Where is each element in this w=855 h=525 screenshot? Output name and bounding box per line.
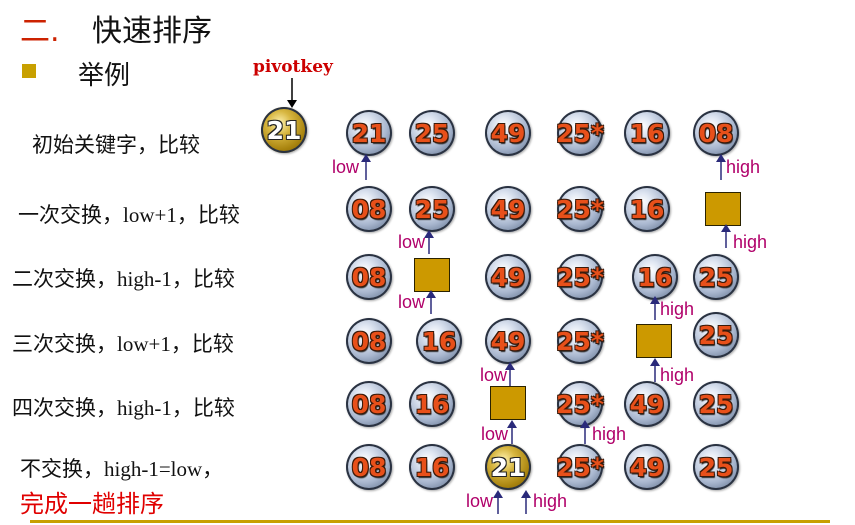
low-pointer-r4: low — [481, 424, 509, 444]
cell-r0-c2: 49 — [485, 110, 531, 156]
cell-r5-c5: 25 — [693, 444, 739, 490]
cell-r1-c4: 16 — [624, 186, 670, 232]
pivot-arrow-icon — [287, 78, 297, 108]
low-pointer-r1: low — [398, 232, 426, 252]
cell-r0-c0: 21 — [346, 110, 392, 156]
low-arrow-icon — [493, 490, 503, 514]
high-arrow-icon — [721, 224, 731, 248]
empty-slot-r1-c5 — [705, 192, 741, 226]
row-label-initial: 初始关键字，比较 — [32, 133, 200, 157]
cell-r2-c5: 25 — [693, 254, 739, 300]
cell-r4-c4: 49 — [624, 381, 670, 427]
cell-r3-c0: 08 — [346, 318, 392, 364]
row-label-swap2: 二次交换，high-1，比较 — [12, 267, 235, 291]
row-label-swap4: 四次交换，high-1，比较 — [12, 396, 235, 420]
low-arrow-icon — [424, 230, 434, 254]
cell-r5-c3: 25* — [556, 444, 604, 490]
cell-r4-c3: 25* — [556, 381, 604, 427]
cell-r3-c3: 25* — [556, 318, 604, 364]
row-label-swap3: 三次交换，low+1，比较 — [12, 332, 234, 356]
cell-r1-c1: 25 — [409, 186, 455, 232]
pivot-label: pivotkey — [253, 57, 333, 77]
row-label-swap1: 一次交换，low+1，比较 — [18, 203, 240, 227]
low-pointer-r3: low — [480, 365, 508, 385]
low-pointer-r2: low — [398, 292, 426, 312]
high-pointer-r2: high — [660, 299, 695, 319]
high-arrow-icon — [521, 490, 531, 514]
cell-r5-c4: 49 — [624, 444, 670, 490]
high-arrow-icon — [716, 154, 726, 180]
cell-r5-c0: 08 — [346, 444, 392, 490]
empty-slot-r4-c2 — [490, 386, 526, 420]
cell-r4-c5: 25 — [693, 381, 739, 427]
cell-r4-c0: 08 — [346, 381, 392, 427]
high-arrow-icon — [650, 358, 660, 382]
empty-slot-r3-c4 — [636, 324, 672, 358]
cell-r5-c1: 16 — [409, 444, 455, 490]
cell-r2-c2: 49 — [485, 254, 531, 300]
cell-r1-c0: 08 — [346, 186, 392, 232]
high-pointer-r3: high — [660, 365, 695, 385]
low-arrow-icon — [361, 154, 371, 180]
cell-r3-c5: 25 — [693, 312, 739, 358]
cell-r2-c0: 08 — [346, 254, 392, 300]
cell-r0-c5: 08 — [693, 110, 739, 156]
cell-r3-c1: 16 — [416, 318, 462, 364]
high-arrow-icon — [650, 296, 660, 320]
low-arrow-icon — [505, 362, 515, 386]
empty-slot-r2-c1 — [414, 258, 450, 292]
subtitle: 举例 — [78, 61, 131, 91]
cell-r0-c3: 25* — [556, 110, 604, 156]
row-label-noswap: 不交换，high-1=low， — [20, 457, 224, 481]
bullet-square-icon — [22, 64, 36, 78]
cell-r1-c3: 25* — [556, 186, 604, 232]
cell-r2-c3: 25* — [556, 254, 604, 300]
cell-r1-c2: 49 — [485, 186, 531, 232]
cell-r2-c4: 16 — [632, 254, 678, 300]
finish-label: 完成一趟排序 — [20, 490, 164, 518]
bottom-divider — [30, 520, 830, 523]
page-title: 快速排序 — [92, 14, 212, 49]
cell-r4-c1: 16 — [409, 381, 455, 427]
cell-r3-c2: 49 — [485, 318, 531, 364]
high-pointer-r0: high — [726, 157, 761, 177]
pivot-ball: 21 — [261, 107, 307, 153]
section-number: 二. — [20, 14, 60, 49]
cell-r5-c2-pivot: 21 — [485, 444, 531, 490]
low-pointer-r0: low — [332, 157, 360, 177]
low-pointer-r5: low — [466, 491, 494, 511]
high-arrow-icon — [580, 420, 590, 444]
high-pointer-r5: high — [533, 491, 568, 511]
low-arrow-icon — [426, 290, 436, 314]
low-arrow-icon — [507, 420, 517, 444]
high-pointer-r4: high — [592, 424, 627, 444]
high-pointer-r1: high — [733, 232, 768, 252]
cell-r0-c1: 25 — [409, 110, 455, 156]
cell-r0-c4: 16 — [624, 110, 670, 156]
